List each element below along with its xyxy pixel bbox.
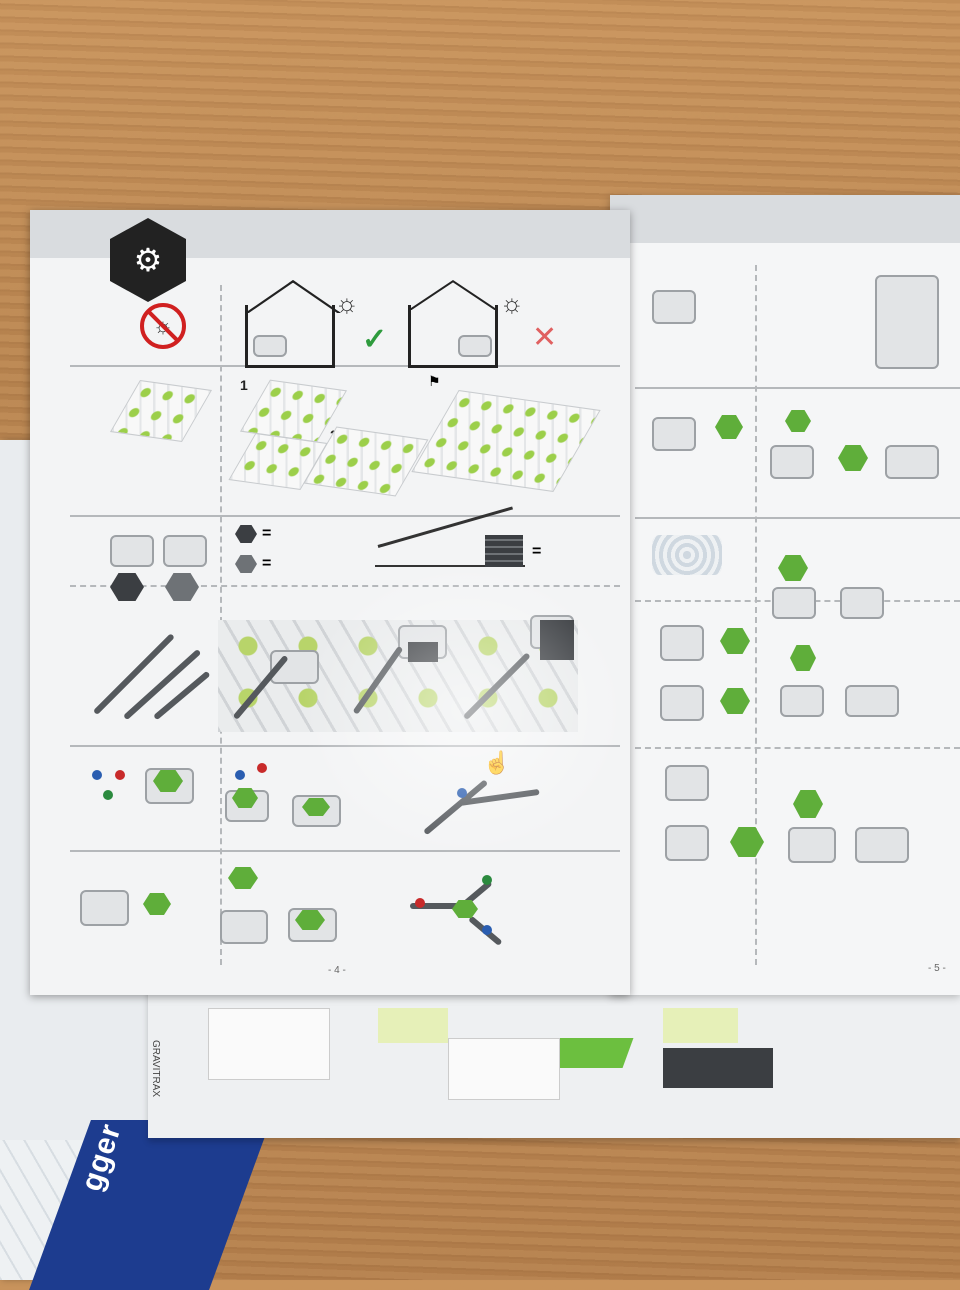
sun-icon: ☼	[500, 288, 524, 318]
large-base-plate-grid	[411, 390, 601, 492]
light-glare	[300, 560, 630, 860]
base-plate-grid	[109, 379, 213, 443]
house-sunlight-illustration	[408, 305, 498, 368]
checkmark-icon: ✓	[362, 323, 388, 356]
equals-sign: =	[262, 555, 272, 572]
box-tray-with-pieces	[148, 985, 960, 1138]
right-page-number: - 5 -	[928, 963, 946, 974]
finish-flag-icon: ⚑	[428, 373, 441, 389]
sun-icon: ☼	[335, 288, 359, 318]
equals-sign: =	[262, 525, 272, 542]
equals-sign: =	[532, 543, 542, 560]
grey-hex-piece	[165, 573, 199, 601]
left-page-number: - 4 -	[328, 965, 346, 976]
cross-icon: ✕	[532, 321, 558, 354]
box-barcode: GRAVITRAX	[150, 1040, 161, 1098]
booklet-right-page: - 5 -	[610, 195, 960, 995]
base-plate-grid	[303, 426, 429, 497]
dark-hex-piece	[110, 573, 144, 601]
no-sunlight-icon: ☼	[140, 303, 186, 349]
house-shade-illustration	[245, 305, 335, 368]
step-label-1: 1	[240, 377, 248, 393]
